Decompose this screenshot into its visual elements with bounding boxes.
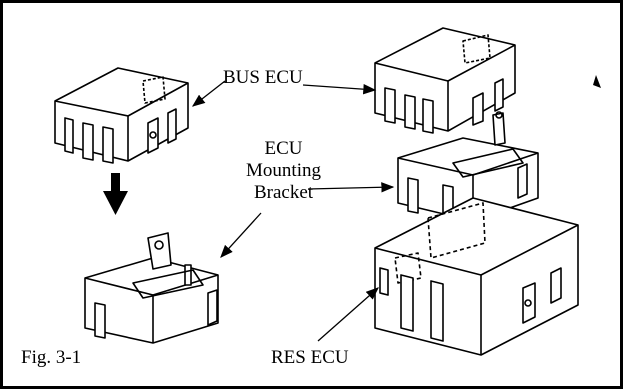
arrow-bus-ecu-right <box>302 84 377 95</box>
figure-caption: Fig. 3-1 <box>21 347 82 368</box>
res-ecu-drawing <box>374 197 579 356</box>
ecu-mounting-bracket-label: ECU Mounting Bracket <box>241 138 326 204</box>
leader-arrows <box>191 80 395 342</box>
arrow-bracket-right <box>307 182 395 193</box>
res-ecu-label: RES ECU <box>271 347 349 368</box>
ecu-label-line-3: Bracket <box>253 182 314 203</box>
ecu-assembly-diagram <box>54 27 601 356</box>
corner-mark <box>593 75 601 88</box>
right-bus-ecu-drawing <box>374 27 516 134</box>
bus-ecu-label: BUS ECU <box>223 67 303 88</box>
ecu-label-line-2: Mounting <box>246 160 321 181</box>
arrow-bracket-left <box>220 212 262 258</box>
left-bracket-drawing <box>84 232 219 344</box>
arrow-bus-ecu-left <box>191 80 226 107</box>
ecu-label-line-1: ECU <box>264 138 303 159</box>
arrow-res-ecu <box>317 287 379 342</box>
left-down-arrow <box>103 173 128 215</box>
right-bracket-drawing <box>397 111 539 222</box>
left-bus-ecu-drawing <box>54 67 189 164</box>
